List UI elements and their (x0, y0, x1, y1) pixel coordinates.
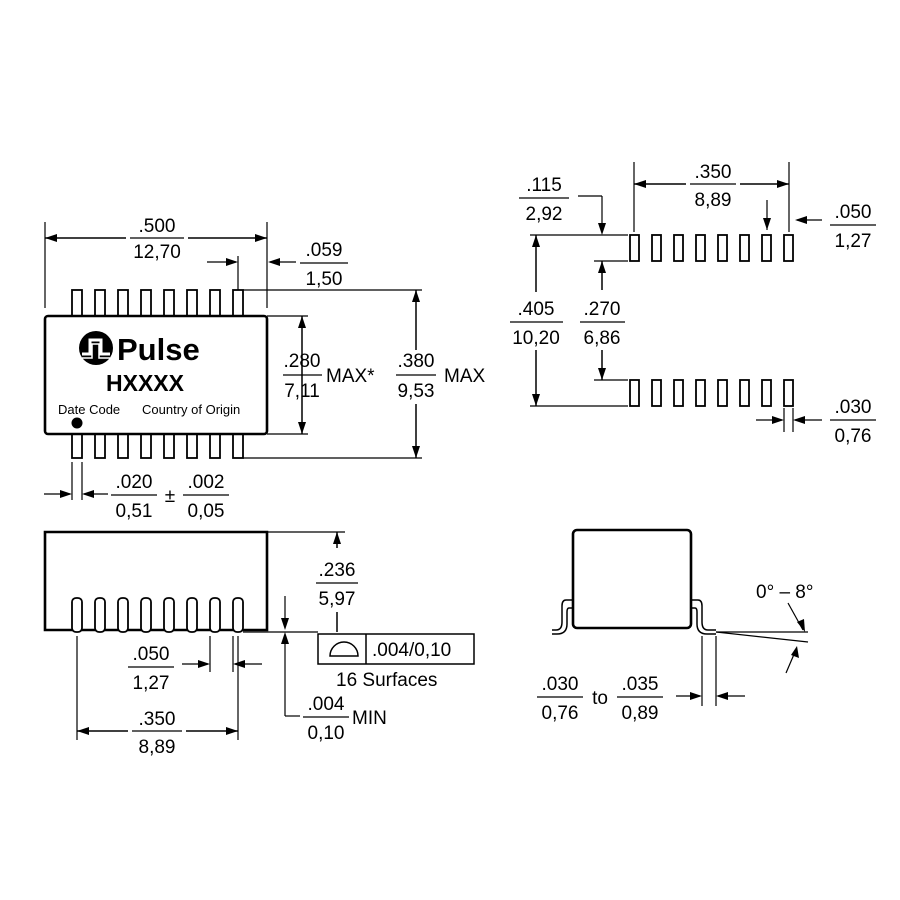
overall-width-suffix: MAX (444, 366, 486, 387)
standoff-suffix: MIN (352, 708, 387, 729)
pad-width-inch: .030 (835, 397, 872, 418)
foot-min-mm: 0,76 (542, 703, 579, 724)
side-pin-row (71, 597, 244, 633)
outer-span-mm: 10,20 (512, 328, 560, 349)
pin-width-inch: .020 (116, 472, 153, 493)
bottom-pad-row (629, 379, 794, 407)
pitch-inch: .050 (133, 644, 170, 665)
outer-span-inch: .405 (518, 299, 555, 320)
foot-max-mm: 0,89 (622, 703, 659, 724)
pad-length-dim: .115 2,92 (519, 175, 569, 225)
top-pad-row (629, 234, 794, 262)
pin1-dot (71, 417, 83, 429)
pad-span-inch: .350 (695, 162, 732, 183)
pin-span-mm: 8,89 (139, 737, 176, 758)
overall-width-mm: 9,53 (398, 381, 435, 402)
outer-span-dim: .405 10,20 (510, 299, 563, 349)
body-width-inch: .280 (284, 351, 321, 372)
pad-pitch-dim: .050 1,27 (830, 202, 876, 252)
pin-offset-mm: 1,50 (306, 269, 343, 290)
standoff-inch: .004 (308, 694, 345, 715)
foot-min-inch: .030 (542, 674, 579, 695)
length-inch: .500 (139, 216, 176, 237)
standoff-mm: 0,10 (308, 723, 345, 744)
pad-span-dim: .350 8,89 (690, 162, 736, 211)
end-view: 0° – 8° .030 0,76 to .035 0,89 (537, 528, 813, 724)
pin-span-inch: .350 (139, 709, 176, 730)
inner-span-inch: .270 (584, 299, 621, 320)
top-view: Pulse HXXXX Date Code Country of Origin … (43, 216, 486, 522)
pad-width-mm: 0,76 (835, 426, 872, 447)
pin-offset-inch: .059 (306, 240, 343, 261)
pitch-dim: .050 1,27 (128, 644, 174, 694)
inner-span-mm: 6,86 (584, 328, 621, 349)
body-width-mm: 7,11 (284, 381, 320, 402)
pin-width-mm: 0,51 (116, 501, 153, 522)
pulse-logo: Pulse (79, 331, 200, 367)
pin-offset-dim: .059 1,50 (300, 240, 348, 290)
to-label: to (592, 688, 608, 709)
foot-max-inch: .035 (622, 674, 659, 695)
pin-width-dim: .020 0,51 ± .002 0,05 (111, 472, 229, 522)
length-mm: 12,70 (133, 242, 181, 263)
footprint-view: .350 8,89 .115 2,92 .050 1,27 (510, 162, 876, 447)
overall-width-inch: .380 (398, 351, 435, 372)
pin-width-tol-inch: .002 (188, 472, 225, 493)
pin-span-dim: .350 8,89 (132, 709, 182, 758)
pad-width-dim: .030 0,76 (830, 397, 876, 447)
coplanarity-callout: .004/0,10 16 Surfaces (317, 633, 475, 691)
date-code-label: Date Code (58, 402, 120, 417)
overall-width-dim: .380 9,53 MAX (396, 351, 486, 402)
length-dim: .500 12,70 (130, 216, 184, 263)
pad-length-inch: .115 (526, 175, 562, 196)
side-view: .236 5,97 .004/0,10 16 Surfaces .004 0,1… (43, 530, 475, 758)
height-dim: .236 5,97 (316, 560, 358, 610)
pad-length-mm: 2,92 (526, 204, 563, 225)
top-pin-row (71, 289, 244, 319)
standoff-dim: .004 0,10 MIN (303, 694, 387, 744)
inner-span-dim: .270 6,86 (580, 299, 625, 349)
pad-span-mm: 8,89 (695, 190, 732, 211)
foot-length-dim: .030 0,76 to .035 0,89 (537, 674, 663, 724)
coplanarity-value: .004/0,10 (372, 640, 451, 661)
pad-pitch-mm: 1,27 (835, 231, 872, 252)
package-body-end (571, 528, 693, 630)
tolerance-sign: ± (165, 486, 175, 507)
lead-angle: 0° – 8° (756, 582, 813, 603)
body-width-suffix: MAX* (326, 366, 375, 387)
height-inch: .236 (319, 560, 356, 581)
pin-width-tol-mm: 0,05 (188, 501, 225, 522)
country-of-origin-label: Country of Origin (142, 402, 240, 417)
logo-text: Pulse (117, 332, 200, 367)
coplanarity-note: 16 Surfaces (336, 670, 437, 691)
body-width-dim: .280 7,11 MAX* (283, 351, 375, 402)
pad-pitch-inch: .050 (835, 202, 872, 223)
pitch-mm: 1,27 (133, 673, 170, 694)
part-number: HXXXX (106, 370, 185, 396)
height-mm: 5,97 (319, 589, 356, 610)
